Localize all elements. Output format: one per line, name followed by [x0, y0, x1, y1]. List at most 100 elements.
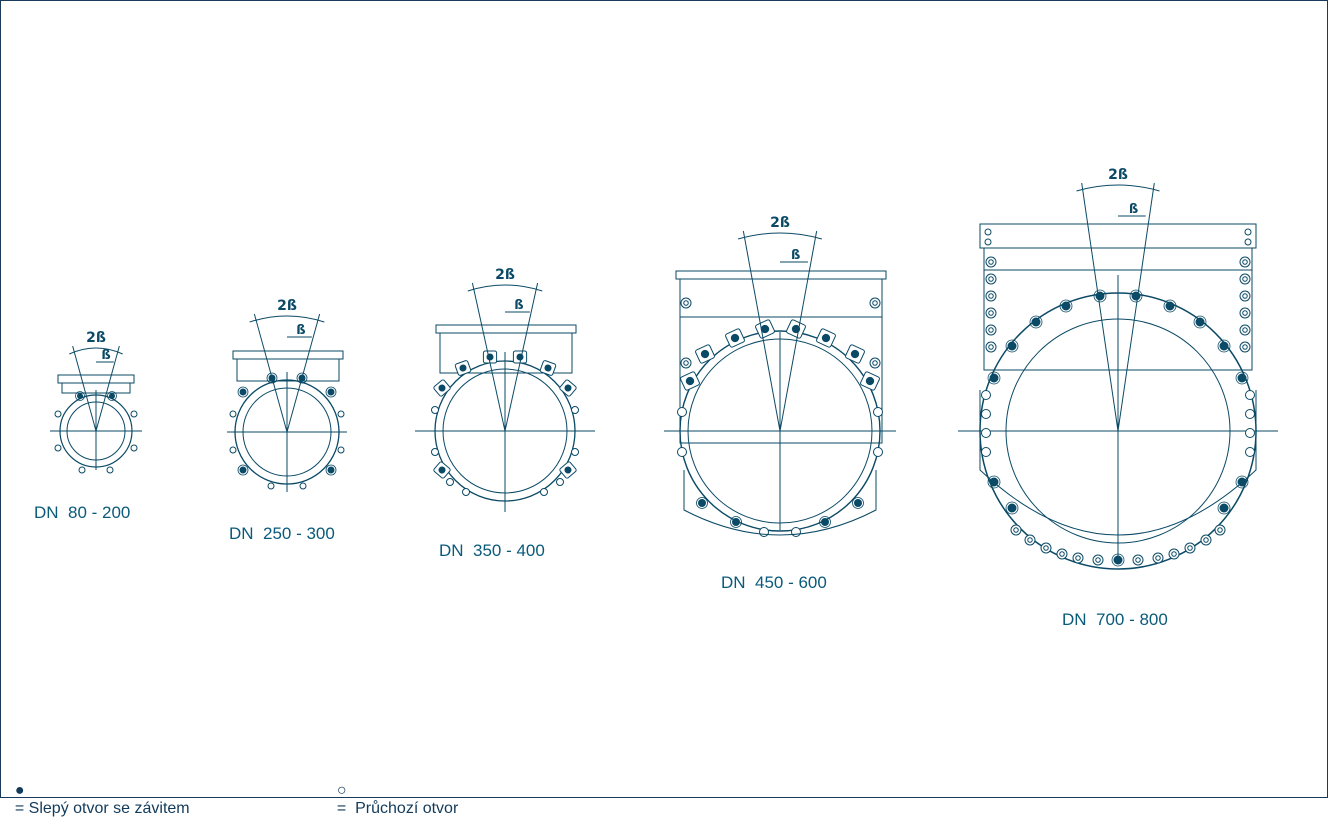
through-hole	[680, 357, 692, 369]
blind-hole-ring	[1093, 289, 1107, 303]
lug	[680, 371, 700, 391]
through-hole	[54, 410, 62, 418]
through-hole	[869, 297, 881, 309]
gate-housing	[236, 358, 340, 382]
through-hole	[1239, 324, 1251, 336]
through-hole	[985, 307, 997, 319]
through-hole	[677, 447, 687, 457]
blind-hole-ring	[1005, 501, 1019, 515]
blind-threaded-hole	[459, 364, 467, 372]
through-hole	[1184, 542, 1196, 554]
through-hole-inner	[1171, 551, 1177, 557]
blind-hole-ring	[75, 391, 85, 401]
angle-arc-2beta	[1076, 184, 1160, 192]
through-hole	[1239, 273, 1251, 285]
blind-threaded-hole	[327, 388, 335, 396]
through-hole	[1239, 256, 1251, 268]
through-hole	[1239, 307, 1251, 319]
blind-threaded-hole	[1007, 341, 1017, 351]
through-hole-inner	[1187, 545, 1193, 551]
blind-threaded-hole	[1031, 317, 1041, 327]
gate-housing	[983, 247, 1253, 271]
gate-housing	[439, 332, 573, 374]
lug	[539, 360, 557, 376]
blind-threaded-hole	[1165, 301, 1175, 311]
through-hole-inner	[1242, 276, 1248, 282]
blind-hole-ring	[325, 386, 337, 398]
angle-arc-2beta	[69, 347, 123, 355]
through-hole-inner	[1135, 557, 1141, 563]
through-hole-inner	[683, 300, 689, 306]
blind-threaded-hole	[698, 499, 706, 507]
valve-dn-450-600: 2ßß	[664, 215, 896, 537]
angle-ray-right	[779, 230, 818, 432]
angle-ray-left	[742, 230, 781, 432]
through-hole	[1152, 552, 1164, 564]
caption-dn-250-300: DN 250 - 300	[229, 524, 335, 543]
body-frame	[679, 316, 883, 444]
angle-ray-left	[72, 345, 97, 432]
valve-dn-80-200: 2ßß	[50, 330, 142, 474]
angle-ray-right	[1117, 182, 1155, 432]
through-hole	[106, 466, 114, 474]
through-hole-inner	[1155, 555, 1161, 561]
lug	[860, 371, 880, 391]
blind-threaded-hole	[821, 518, 829, 526]
through-hole-inner	[988, 259, 994, 265]
angle-label-beta: ß	[296, 323, 305, 338]
blind-threaded-hole	[760, 324, 770, 334]
through-hole	[873, 447, 883, 457]
through-hole	[759, 527, 769, 537]
through-hole	[299, 482, 307, 490]
lower-flange-outline	[683, 470, 877, 536]
blind-hole-ring	[296, 372, 308, 384]
through-hole	[1239, 341, 1251, 353]
blind-hole-ring	[1029, 315, 1043, 329]
top-plate	[232, 350, 344, 360]
caption-dn-700-800: DN 700 - 800	[1062, 610, 1168, 629]
through-hole-inner	[988, 310, 994, 316]
angle-ray-right	[286, 313, 321, 433]
hollow-dot-icon: ○	[336, 782, 347, 799]
blind-hole-ring	[1111, 553, 1125, 567]
blind-threaded-hole	[516, 353, 524, 361]
legend-through-text: = Průchozí otvor	[336, 800, 459, 817]
blind-threaded-hole	[1061, 301, 1071, 311]
through-hole	[1168, 548, 1180, 560]
blind-threaded-hole	[77, 393, 83, 399]
through-hole	[680, 297, 692, 309]
through-hole-inner	[1043, 545, 1049, 551]
blind-threaded-hole	[438, 466, 446, 474]
through-hole	[1244, 238, 1252, 246]
through-hole	[1245, 409, 1255, 419]
blind-hole-ring	[1193, 315, 1207, 329]
caption-dn-350-400: DN 350 - 400	[439, 541, 545, 560]
blind-threaded-hole	[1237, 373, 1247, 383]
blind-hole-ring	[237, 464, 249, 476]
angle-ray-right	[504, 282, 539, 432]
blind-hole-ring	[852, 497, 864, 509]
blind-threaded-hole	[989, 373, 999, 383]
through-hole	[1245, 428, 1255, 438]
lug	[816, 328, 836, 348]
through-hole-inner	[988, 276, 994, 282]
through-hole-inner	[1217, 527, 1223, 533]
through-hole	[981, 409, 991, 419]
through-hole	[981, 390, 991, 400]
blind-threaded-hole	[239, 466, 247, 474]
angle-arc-2beta	[737, 232, 823, 240]
through-hole-inner	[1075, 555, 1081, 561]
caption-dn-80-200: DN 80 - 200	[34, 503, 131, 522]
through-hole	[1239, 290, 1251, 302]
blind-threaded-hole	[1195, 317, 1205, 327]
through-hole	[571, 448, 579, 456]
blind-threaded-hole	[239, 388, 247, 396]
angle-label-2beta: 2ß	[770, 215, 790, 231]
through-hole	[1056, 548, 1068, 560]
blind-threaded-hole	[854, 499, 862, 507]
through-hole-inner	[1013, 527, 1019, 533]
filled-dot-icon: ●	[14, 782, 25, 799]
through-hole-inner	[988, 293, 994, 299]
gate-housing	[679, 278, 883, 318]
